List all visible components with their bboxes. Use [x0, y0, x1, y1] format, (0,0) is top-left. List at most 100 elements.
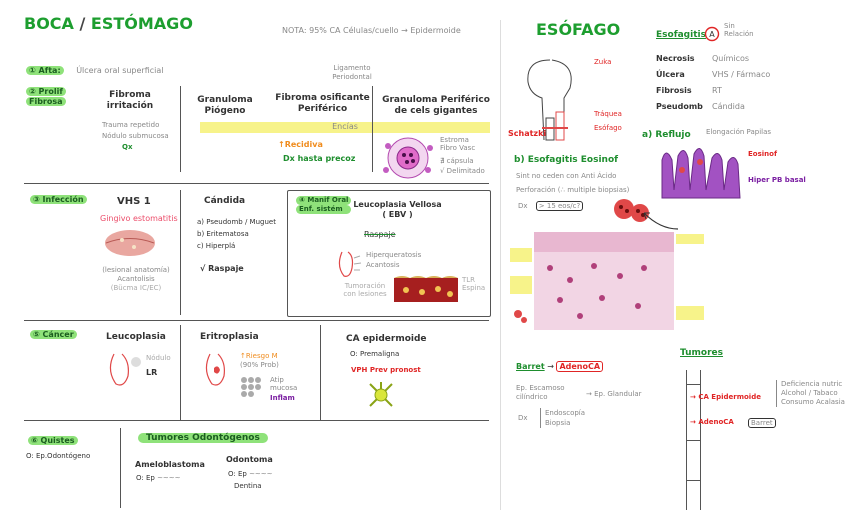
tlr-a: Tumoración [340, 282, 390, 290]
ladder-right [700, 370, 701, 510]
granuloma-a: Granuloma [195, 95, 255, 106]
b-2: Perforación (∴ multiple biopsias) [516, 186, 629, 194]
atip-b: mucosa [270, 384, 297, 392]
s2-label-b: Fibrosa [26, 97, 66, 106]
dx-list: Endoscopía Biopsia [540, 408, 585, 428]
b-dx-row: Dx > 15 eos/c? [518, 202, 583, 210]
hiper-b: Acantosis [366, 260, 421, 270]
eosinof: Eosinof [748, 150, 777, 158]
zuka: Zuka [594, 58, 611, 66]
divider [180, 86, 181, 172]
vhs: VHS 1 [117, 196, 151, 207]
tumores-title: Tumores [680, 348, 723, 358]
ladder-rung [686, 440, 700, 441]
section-divider [24, 183, 489, 184]
nota: NOTA: 95% CA Células/cuello → Epidermoid… [282, 26, 461, 35]
granuloma-cg-b: de cels gigantes [380, 106, 492, 117]
s6-label: ⑥ Quistes [28, 436, 78, 445]
divider [120, 428, 121, 508]
barrett-row: Barret → AdenoCA [516, 362, 603, 371]
tumores-odonto: Tumores Odontógenos [138, 433, 268, 443]
row-0-k: Necrosis [656, 54, 712, 70]
divider [320, 325, 321, 420]
histology-illustration [510, 228, 706, 332]
row-0: NecrosisQuímicos [656, 54, 770, 70]
ep-glandular: → Ep. Glandular [586, 390, 642, 398]
lesion-a: (lesional anatomía) [94, 266, 178, 275]
ameloblastoma: Ameloblastoma [135, 460, 205, 469]
row-3-k: Pseudomb [656, 102, 712, 118]
estroma-a: Estroma [440, 136, 475, 144]
row-2-k: Fibrosis [656, 86, 712, 102]
capsula: ∄ cápsula [440, 157, 474, 165]
candida-b: b) Eritematosa [197, 228, 276, 240]
defic-c: Consumo Acalasia [781, 398, 845, 407]
leuco-vellosa: Leucoplasia Vellosa ( EBV ) [350, 200, 445, 220]
hiper-a: Hiperqueratosis [366, 250, 421, 260]
ep-b: cilíndrico [516, 393, 565, 402]
raspaje: √ Raspaje [200, 264, 244, 273]
sin-relacion: Sin Relación [724, 22, 754, 38]
biopsia: Biopsia [545, 418, 585, 428]
dx-label: Dx [518, 414, 528, 422]
tumores-odonto-text: Tumores Odontógenos [138, 433, 268, 443]
ep-c: Ep. Glandular [594, 390, 641, 398]
fibroma-d: Nódulo submucosa [102, 131, 169, 142]
cells-illustration [240, 376, 266, 400]
atip: Atip mucosa [270, 376, 297, 392]
ca-epi-arrow: → CA Epidermoide [690, 393, 761, 401]
fibroma-a: Fibroma [100, 90, 160, 101]
tongue-leuco-illustration [104, 350, 144, 390]
circle-a-icon: A [704, 26, 720, 42]
svg-text:A: A [709, 30, 715, 39]
divider [180, 325, 181, 420]
row-3-v: Cándida [712, 102, 745, 118]
section-divider [24, 420, 489, 421]
sin-a: Sin [724, 22, 754, 30]
defic-list: Deficiencia nutric Alcohol / Tabaco Cons… [776, 380, 845, 407]
odonto-origen: O: Ep ~~~~ [228, 470, 273, 478]
recidiva-dx: Dx hasta precoz [283, 154, 355, 163]
s2-label-a: ② Prolif [26, 87, 66, 96]
ep-a: Ep. Escamoso [516, 384, 565, 393]
tlr-b: con lesiones [340, 290, 390, 298]
granuloma-title: Granuloma Piógeno [195, 95, 255, 117]
hiper-pb: Hiper PB basal [748, 176, 806, 184]
s5-label: ⑤ Cáncer [30, 330, 77, 339]
s1-row: ① Afta: Úlcera oral superficial [26, 66, 164, 75]
defic-b: Alcohol / Tabaco [781, 389, 845, 398]
papillae-illustration [660, 140, 744, 200]
estroma-b: Fibro Vasc [440, 144, 475, 152]
vph: VPH Prev pronost [351, 366, 421, 374]
giant-cell-illustration [378, 136, 438, 180]
tlr: TLR Espina [462, 276, 485, 292]
elongacion: Elongación Papilas [706, 128, 771, 136]
candida-a: a) Pseudomb / Muguet [197, 216, 276, 228]
amelo-origen: O: Ep ~~~~ [136, 474, 181, 482]
tongue-illustration [334, 248, 364, 280]
title-sep: / [74, 14, 91, 33]
ladder-rung [686, 384, 700, 385]
fibroma-c: Trauma repetido [102, 120, 169, 131]
fibroma-osif-a: Fibroma osificante [275, 93, 370, 104]
tongue-eritro-illustration [200, 350, 238, 390]
lr: LR [146, 368, 157, 377]
s1-text: Úlcera oral superficial [76, 66, 163, 75]
s4-label: ④ Manif Oral Enf. sistém [296, 196, 351, 214]
title-boca: BOCA [24, 14, 74, 33]
raspaje-strike: Raspaje [364, 230, 396, 239]
divider [372, 86, 373, 172]
s6-label-text: ⑥ Quistes [28, 436, 78, 445]
section-divider [24, 320, 489, 321]
inflam: Inflam [270, 394, 295, 402]
barrett: Barret [516, 362, 545, 371]
s3-label: ③ Infección [30, 195, 87, 204]
row-1-k: Úlcera [656, 70, 712, 86]
row-0-v: Químicos [712, 54, 749, 70]
traquea: Tráquea [594, 110, 622, 118]
granuloma-b: Piógeno [195, 106, 255, 117]
page-title-right: ESÓFAGO [536, 20, 620, 39]
reflujo: a) Reflujo [642, 130, 691, 140]
atip-a: Atip [270, 376, 297, 384]
